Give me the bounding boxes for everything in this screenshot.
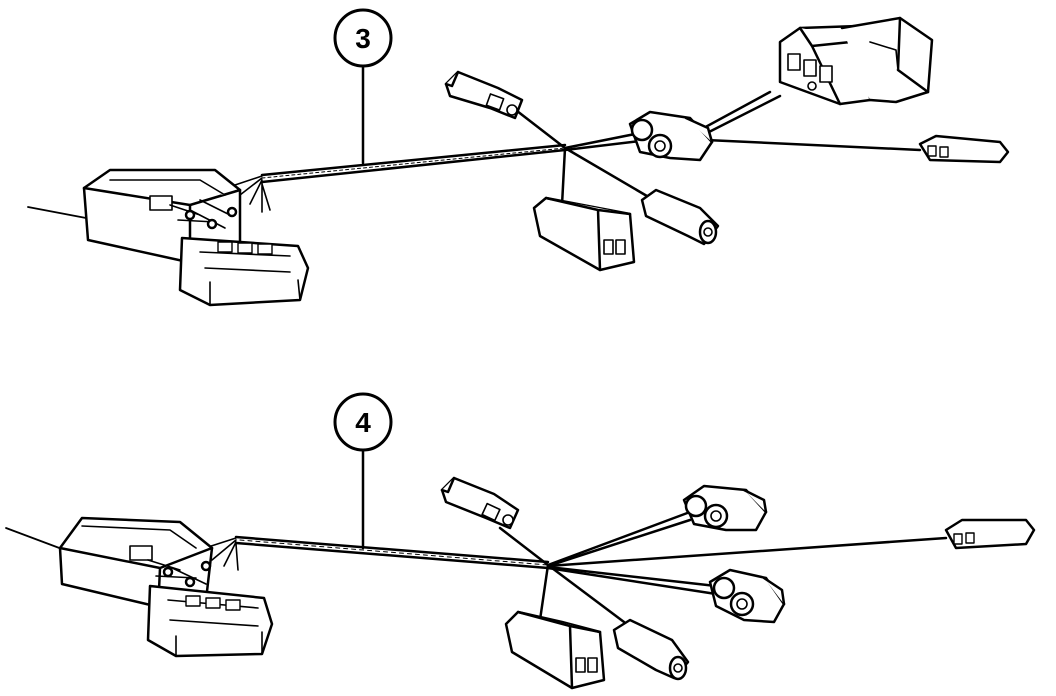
harness-4-round-twin-socket-lower bbox=[708, 568, 786, 624]
harness-4-bullet-terminal-upper bbox=[440, 476, 520, 530]
harness-3-block-connector bbox=[778, 16, 934, 106]
harness-4-trunk-cable bbox=[5, 510, 948, 630]
harness-3-trunk-cable bbox=[27, 90, 922, 219]
callout-3-label: 3 bbox=[355, 23, 371, 54]
harness-4-assembly: 4 bbox=[5, 392, 1036, 690]
harness-4-flat-blade-connector bbox=[944, 518, 1036, 550]
callout-4: 4 bbox=[333, 392, 393, 550]
harness-4-two-pin-plug bbox=[504, 610, 606, 690]
harness-3-round-twin-socket bbox=[628, 110, 714, 162]
harness-4-round-twin-socket-upper bbox=[682, 484, 768, 532]
harness-3-flat-blade-connector bbox=[918, 134, 1010, 164]
callout-3: 3 bbox=[333, 8, 393, 165]
harness-4-main-connector bbox=[58, 516, 274, 658]
harness-3-bullet-terminal-upper bbox=[444, 70, 524, 120]
harness-4-bullet-terminal-lower bbox=[612, 618, 690, 681]
harness-3-main-connector bbox=[82, 168, 310, 307]
callout-4-label: 4 bbox=[355, 407, 371, 438]
harness-3-bullet-terminal-lower bbox=[640, 188, 720, 246]
harness-3-two-pin-plug bbox=[532, 196, 636, 272]
harness-3-assembly: 3 bbox=[27, 8, 1010, 307]
